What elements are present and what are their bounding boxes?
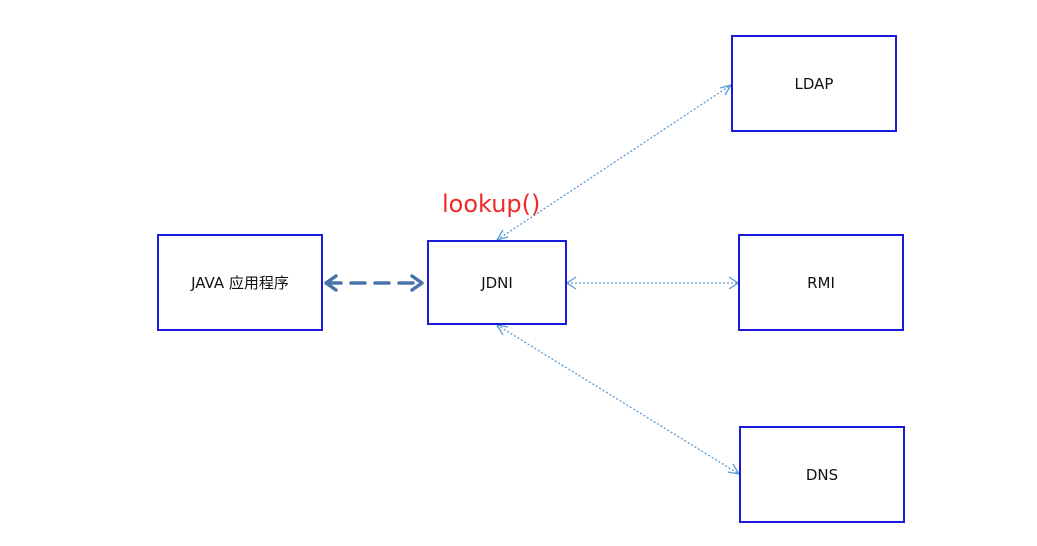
lookup-call-label: lookup() (442, 190, 541, 218)
dns-box: DNS (739, 426, 905, 523)
jndi-label: JDNI (481, 273, 513, 292)
dns-label: DNS (805, 465, 839, 484)
jndi-box: JDNI (427, 240, 567, 325)
ldap-label: LDAP (794, 74, 834, 93)
rmi-box: RMI (738, 234, 904, 331)
java-application-box: JAVA 应用程序 (157, 234, 323, 331)
rmi-label: RMI (807, 273, 835, 292)
jndi-rmi-arrow (565, 276, 740, 290)
jndi-dns-arrow (495, 324, 741, 475)
ldap-box: LDAP (731, 35, 897, 132)
java-jndi-arrow (324, 274, 424, 292)
java-application-label: JAVA 应用程序 (191, 274, 289, 292)
